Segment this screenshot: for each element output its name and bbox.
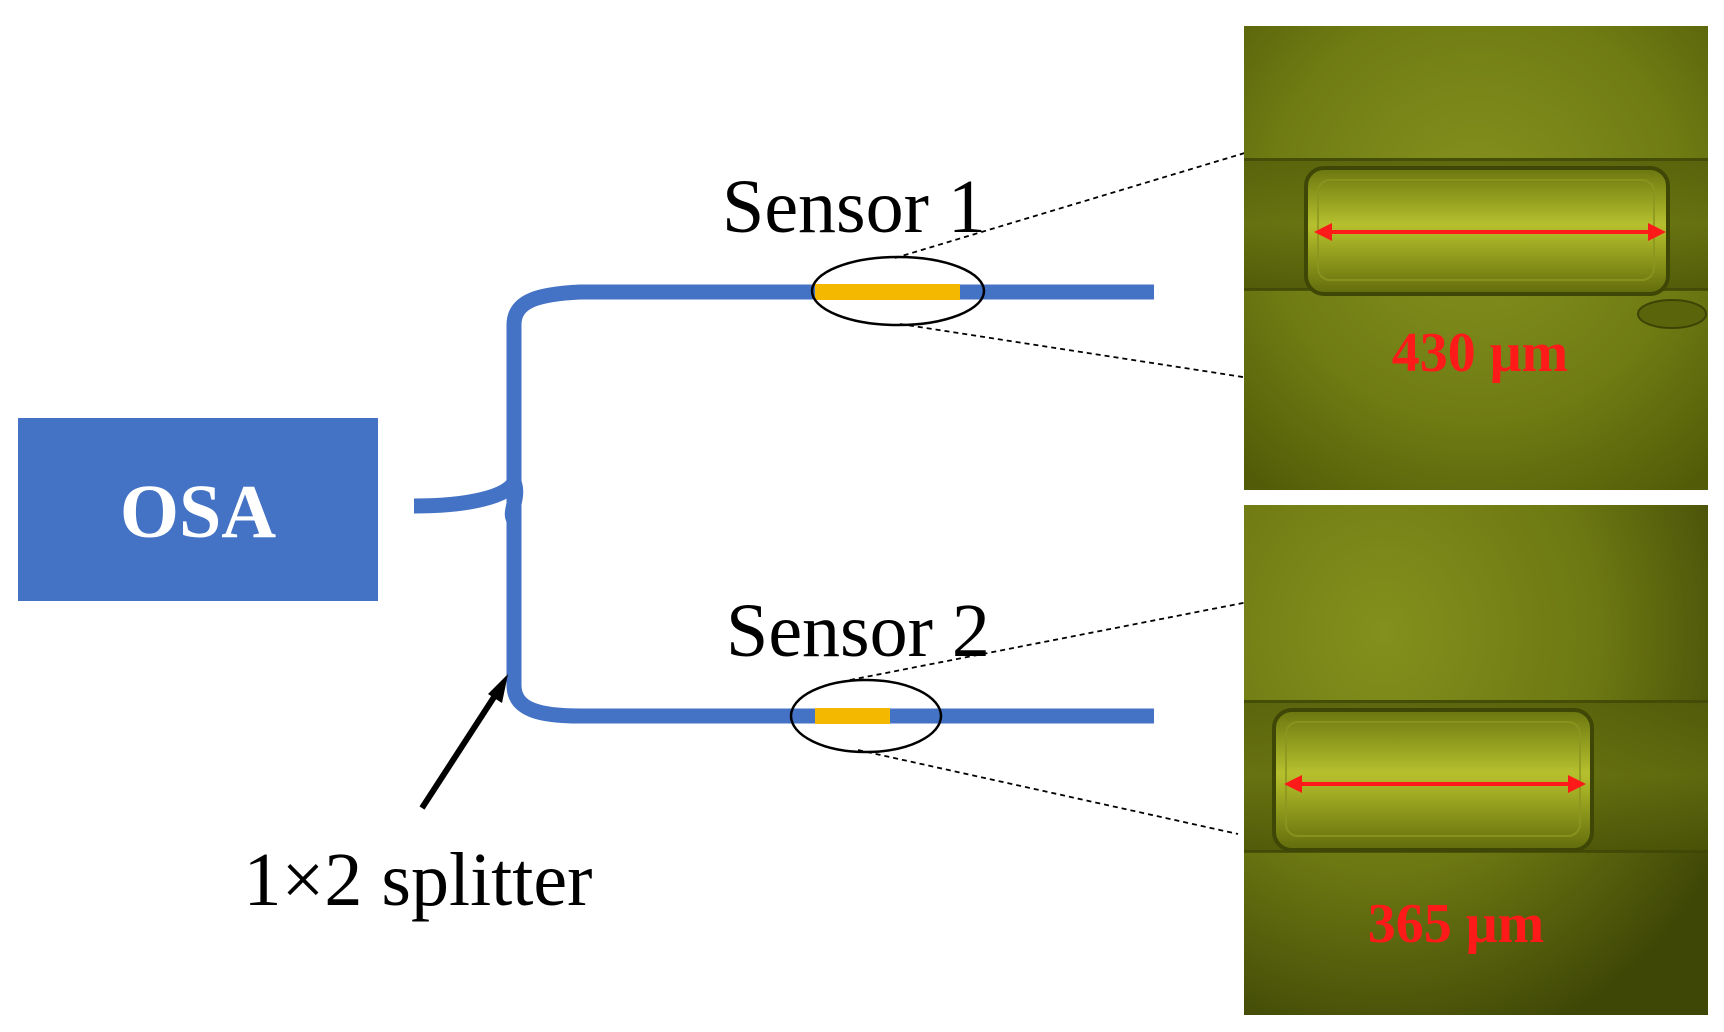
sensor-1-micrograph: 430 μm bbox=[1244, 26, 1708, 490]
sensor-2-cavity bbox=[815, 708, 890, 724]
sensor-2-micrograph: 365 μm bbox=[1244, 505, 1708, 1015]
splitter-upper-branch bbox=[504, 284, 1154, 525]
input-fiber bbox=[413, 477, 521, 514]
fiber-network bbox=[413, 284, 1154, 724]
splitter-arrow bbox=[419, 674, 508, 810]
sensor-1-label: Sensor 1 bbox=[722, 165, 986, 249]
sensor-1-length-label: 430 μm bbox=[1392, 322, 1568, 384]
sensor-1-callout-bottom bbox=[899, 323, 1263, 381]
sensor-2-callout-top bbox=[849, 601, 1249, 681]
callout-lines bbox=[849, 151, 1263, 835]
splitter-lower-branch bbox=[506, 520, 1154, 724]
splitter-label: 1×2 splitter bbox=[244, 838, 593, 922]
sensor-2-callout-bottom bbox=[857, 749, 1239, 835]
osa-label: OSA bbox=[120, 470, 276, 554]
sensor-1-callout-top bbox=[894, 151, 1249, 259]
sensor-2-length-label: 365 μm bbox=[1368, 893, 1544, 955]
sensor-1-cavity bbox=[815, 284, 960, 300]
osa-box bbox=[18, 418, 378, 601]
sensor-2-label: Sensor 2 bbox=[726, 589, 990, 673]
sensor-2-highlight-ellipse bbox=[789, 678, 943, 754]
